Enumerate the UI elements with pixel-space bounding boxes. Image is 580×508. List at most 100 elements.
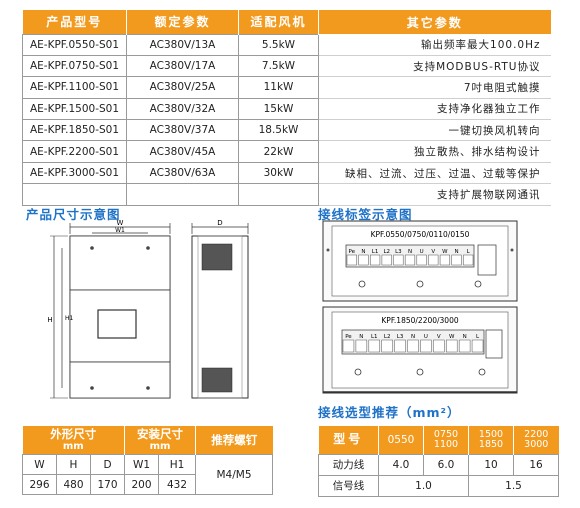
- power-value: 16: [513, 453, 559, 476]
- terminal-label: L2: [383, 249, 390, 255]
- rating-cell: AC380V/37A: [126, 119, 239, 142]
- terminal-label: N: [463, 334, 467, 340]
- terminal-slot: [446, 339, 458, 353]
- terminal-slot: [463, 254, 474, 266]
- terminal-label: Pe: [345, 334, 352, 340]
- rating-cell: AC380V/17A: [126, 54, 239, 78]
- terminal-label: U: [420, 249, 424, 255]
- terminal-label: L3: [397, 334, 404, 340]
- diagram1-title: KPF.0550/0750/0110/0150: [371, 230, 470, 239]
- model-cell: AE-KPF.1850-S01: [22, 119, 127, 142]
- other-cell: 缺相、过流、过压、过温、过载等保护: [318, 162, 551, 185]
- terminal-label: N: [411, 334, 415, 340]
- fan-cell: 18.5kW: [238, 119, 319, 142]
- dim-group-outer: 外形尺寸 mm: [22, 426, 125, 455]
- power-value: 10: [468, 453, 514, 476]
- table-row: AE-KPF.1500-S01 AC380V/32A 15kW 支持净化器独立工…: [22, 97, 551, 121]
- terminal-slot: [381, 339, 393, 353]
- header-rating: 额定参数: [126, 10, 239, 34]
- diagram2-title: KPF.1850/2200/3000: [381, 316, 458, 325]
- terminal-label: V: [431, 249, 435, 255]
- fan-cell: 5.5kW: [238, 33, 319, 56]
- other-cell: 输出频率最大100.0Hz: [318, 34, 551, 56]
- dim-value: 200: [124, 474, 159, 495]
- model-cell: AE-KPF.0550-S01: [22, 33, 127, 56]
- dim-screw-value: M4/M5: [195, 454, 273, 495]
- label-w1: W1: [115, 227, 125, 234]
- rating-cell: AC380V/13A: [126, 33, 239, 56]
- other-cell: 支持扩展物联网通讯: [318, 183, 551, 206]
- power-value: 6.0: [423, 453, 469, 476]
- terminal-label: L: [476, 334, 480, 340]
- terminal-slot: [404, 254, 416, 266]
- terminal-slot: [439, 254, 450, 266]
- other-cell: 独立散热、排水结构设计: [318, 140, 551, 163]
- table-row: AE-KPF.1850-S01 AC380V/37A 18.5kW 一键切换风机…: [22, 119, 551, 142]
- terminal-slot: [407, 339, 419, 353]
- table-row: AE-KPF.1100-S01 AC380V/25A 11kW 7吋电阻式触摸: [22, 76, 551, 99]
- dim-col: D: [90, 454, 125, 475]
- label-d: D: [217, 219, 222, 227]
- header-fan: 适配风机: [238, 10, 319, 34]
- dim-value: 480: [56, 474, 91, 495]
- wiring-section-title: 接线标签示意图: [318, 207, 413, 222]
- terminal-slot: [342, 339, 355, 353]
- dim-value: 170: [90, 474, 125, 495]
- terminal-label: L2: [384, 334, 391, 340]
- terminal-slot: [458, 339, 471, 353]
- table-row: 信号线 1.0 1.5: [318, 474, 559, 497]
- terminal-label: W: [442, 249, 448, 255]
- fan-cell: 11kW: [238, 76, 319, 99]
- table-row: AE-KPF.0550-S01 AC380V/13A 5.5kW 输出频率最大1…: [22, 33, 551, 56]
- terminal-slot: [428, 254, 439, 266]
- dimension-drawing: W W1 H H1 D: [47, 219, 249, 399]
- terminal-label: U: [424, 334, 428, 340]
- terminal-label: L1: [371, 334, 378, 340]
- table-row: 支持扩展物联网通讯: [22, 183, 551, 206]
- spec-table: 产品型号 额定参数 适配风机 其它参数 AE-KPF.0550-S01 AC38…: [22, 10, 551, 206]
- terminal-label: L3: [395, 249, 402, 255]
- fan-cell: [238, 183, 319, 206]
- terminal-label: N: [359, 334, 363, 340]
- rating-cell: AC380V/45A: [126, 140, 239, 163]
- terminal-slot: [358, 254, 369, 266]
- signal-value: 1.0: [378, 474, 469, 497]
- fan-cell: 15kW: [238, 97, 319, 121]
- dim-value: 296: [22, 474, 57, 495]
- terminal-slot: [346, 254, 357, 266]
- signal-label: 信号线: [318, 474, 379, 497]
- terminal-slot: [381, 254, 392, 266]
- power-label: 动力线: [318, 453, 379, 476]
- model-cell: [22, 183, 127, 206]
- wire-select-title: 接线选型推荐（mm²）: [318, 405, 461, 420]
- fan-cell: 22kW: [238, 140, 319, 163]
- terminal-slot: [416, 254, 427, 266]
- label-h: H: [47, 316, 52, 324]
- terminal-slot: [370, 254, 381, 266]
- terminal-label: N: [361, 249, 365, 255]
- dim-group-install: 安装尺寸 mm: [124, 426, 196, 455]
- model-cell: AE-KPF.1100-S01: [22, 76, 127, 99]
- terminal-label: N: [454, 249, 458, 255]
- terminal-slot: [355, 339, 368, 353]
- label-h1: H1: [65, 315, 74, 322]
- wire-model-col: 0550: [378, 426, 424, 454]
- terminal-slot: [451, 254, 462, 266]
- table-row: AE-KPF.0750-S01 AC380V/17A 7.5kW 支持MODBU…: [22, 54, 551, 78]
- dim-col: W1: [124, 454, 159, 475]
- other-cell: 一键切换风机转向: [318, 119, 551, 142]
- dimension-section-title: 产品尺寸示意图: [26, 207, 121, 222]
- table-row: 动力线 4.0 6.0 10 16: [318, 453, 559, 476]
- terminal-label: N: [408, 249, 412, 255]
- model-cell: AE-KPF.1500-S01: [22, 97, 127, 121]
- terminal-slot: [394, 339, 406, 353]
- header-model: 产品型号: [22, 10, 127, 34]
- terminal-label: W: [449, 334, 455, 340]
- fan-cell: 30kW: [238, 161, 319, 185]
- terminal-slot: [433, 339, 445, 353]
- terminal-slot: [471, 339, 484, 353]
